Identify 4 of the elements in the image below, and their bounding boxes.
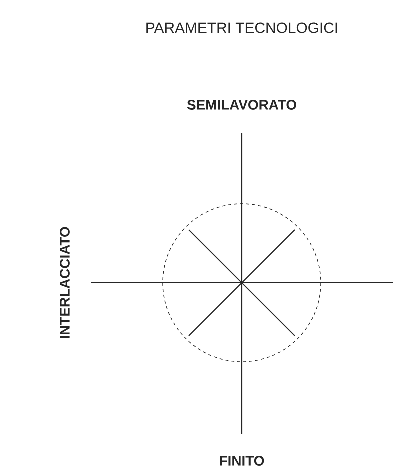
- title: PARAMETRI TECNOLOGICI: [146, 22, 338, 34]
- axis-label: FINITO: [220, 456, 264, 466]
- axis-label: INTERLACCIATO: [60, 227, 70, 338]
- axis-label: SEMILAVORATO: [187, 100, 296, 110]
